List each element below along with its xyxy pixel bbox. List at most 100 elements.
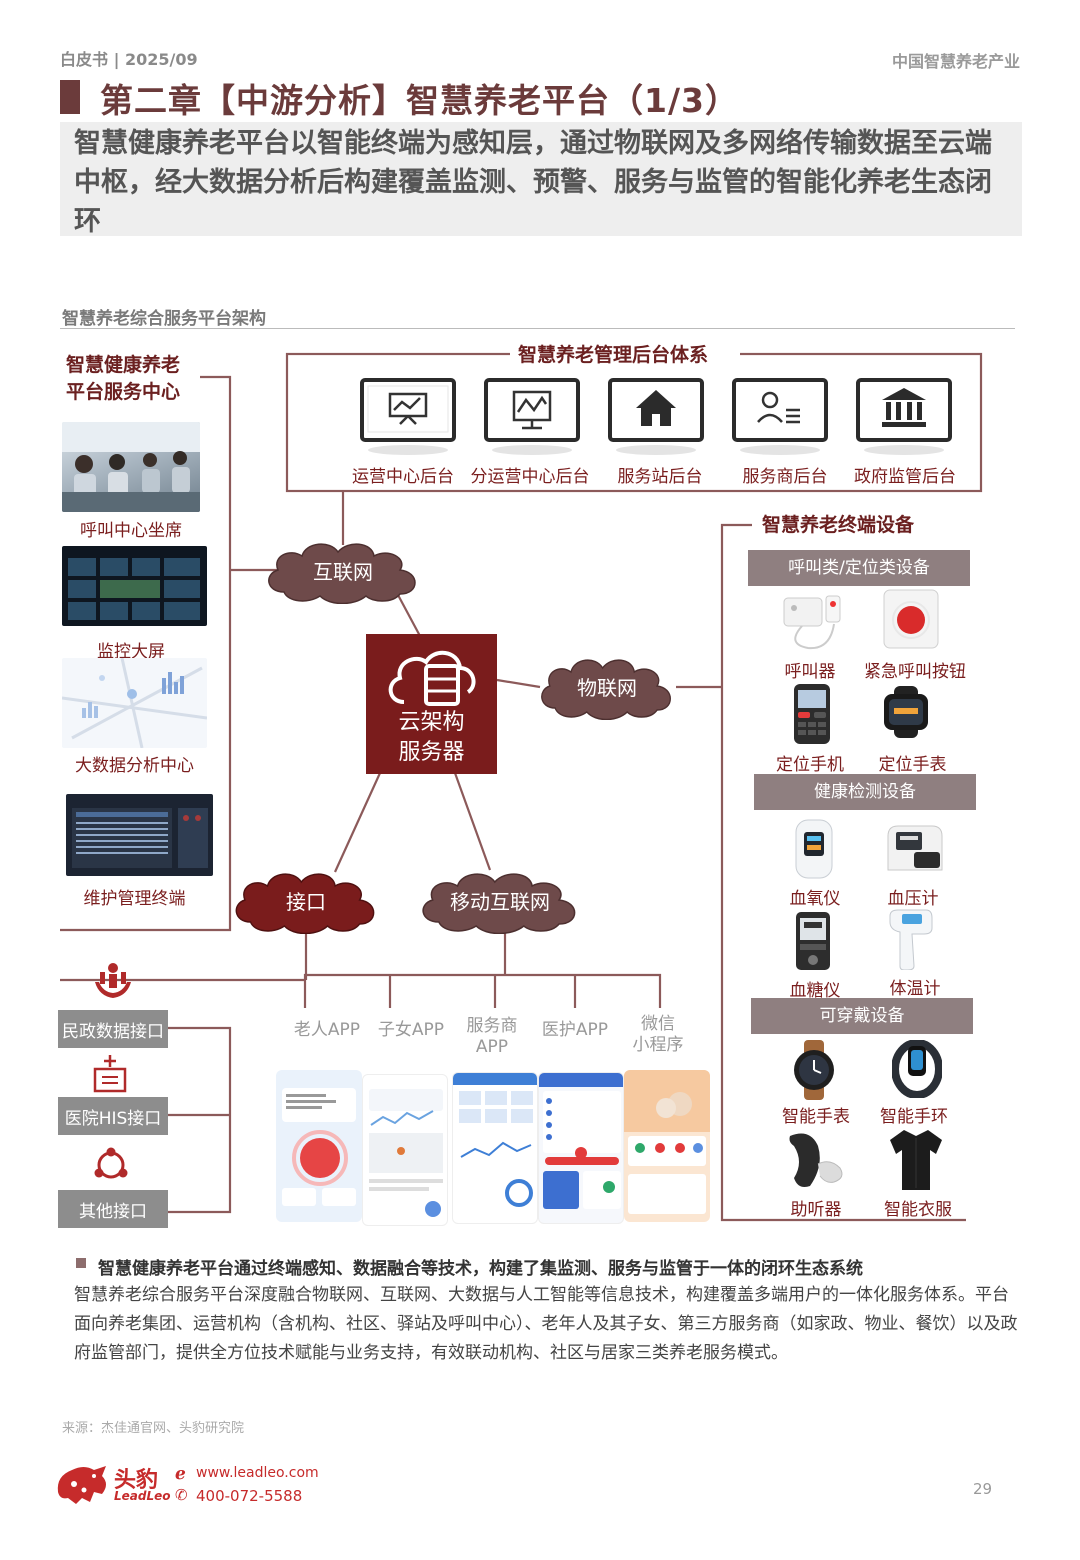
summary-bullet <box>76 1258 86 1268</box>
mobile-internet-cloud: 移动互联网 <box>414 866 586 935</box>
monitor-home-icon <box>608 378 704 458</box>
device-caption: 体温计 <box>889 979 941 999</box>
medical-app-screenshot <box>538 1072 624 1224</box>
mobile-internet-cloud-label: 移动互联网 <box>450 889 550 914</box>
app-label-line2: 小程序 <box>632 1035 684 1055</box>
device-caption: 智能手表 <box>782 1107 850 1127</box>
subtitle-box <box>60 122 1022 236</box>
app-label-line1: 医护APP <box>541 1020 609 1040</box>
device-caption: 血氧仪 <box>789 889 841 909</box>
maintenance-photo <box>66 794 213 876</box>
service-item-caption: 维护管理终端 <box>83 889 186 909</box>
service-center-label: 智慧健康养老 平台服务中心 <box>66 352 216 406</box>
app-label: 微信小程序 <box>620 1014 696 1056</box>
device-caption: 呼叫器 <box>784 662 836 682</box>
backend-item: 政府监管后台 <box>854 467 956 487</box>
phone-icon: ✆ <box>175 1486 188 1504</box>
device-caption: 血糖仪 <box>789 981 841 1001</box>
civil-affairs-interface: 民政数据接口 <box>58 1010 168 1048</box>
hospital-icon <box>92 1053 128 1097</box>
internet-cloud-label: 互联网 <box>313 559 373 584</box>
brand-name-en: LeadLeo <box>114 1489 171 1503</box>
device-caption: 定位手表 <box>878 755 947 775</box>
device-caption: 紧急呼叫按钮 <box>864 662 966 682</box>
phone-number: 400-072-5588 <box>196 1487 303 1505</box>
interface-cloud-label: 接口 <box>286 889 326 914</box>
provider-app-screenshot <box>452 1072 538 1224</box>
civil-affairs-icon <box>91 958 135 1006</box>
app-label: 老人APP <box>282 1020 372 1041</box>
service-item-caption: 监控大屏 <box>97 642 165 662</box>
device-caption: 助听器 <box>790 1200 842 1220</box>
brand-name: 头豹 <box>114 1468 159 1493</box>
server-label: 云架构 服务器 <box>366 708 497 768</box>
app-label: 医护APP <box>532 1020 618 1041</box>
oximeter-image <box>792 818 836 884</box>
title-marker <box>60 80 80 114</box>
internet-cloud: 互联网 <box>260 536 426 605</box>
emergency-button-image <box>880 588 942 654</box>
server-label-line1: 云架构 <box>398 710 465 735</box>
figure-title: 智慧养老综合服务平台架构 <box>62 309 266 329</box>
wechat-miniprogram-screenshot <box>624 1070 710 1222</box>
group-health-monitoring: 健康检测设备 <box>754 774 976 810</box>
app-label-line1: 微信 <box>641 1014 675 1034</box>
blood-pressure-monitor-image <box>884 822 946 880</box>
server-label-line2: 服务器 <box>398 740 465 765</box>
backend-label: 智慧养老管理后台体系 <box>518 344 709 366</box>
hearing-aid-image <box>780 1128 850 1196</box>
app-label: 子女APP <box>368 1020 454 1041</box>
device-caption: 定位手机 <box>776 755 844 775</box>
other-interface: 其他接口 <box>58 1190 168 1228</box>
app-label-line2: APP <box>475 1037 509 1057</box>
bigdata-photo <box>62 658 207 748</box>
backend-item: 服务商后台 <box>742 467 828 487</box>
iot-cloud: 物联网 <box>534 652 680 721</box>
location-phone-image <box>790 682 834 750</box>
monitor-presentation-icon <box>360 378 456 458</box>
device-caption: 智能手环 <box>880 1107 948 1127</box>
app-label-line1: 服务商 <box>466 1016 518 1036</box>
terminal-label: 智慧养老终端设备 <box>762 514 915 536</box>
figure-rule <box>60 328 1015 329</box>
monitor-chart-icon <box>484 378 580 458</box>
monitor-wall-photo <box>62 546 207 626</box>
backend-item: 分运营中心后台 <box>470 467 590 487</box>
service-item-caption: 呼叫中心坐席 <box>80 521 182 541</box>
glucometer-image <box>790 910 836 978</box>
header-right: 中国智慧养老产业 <box>891 52 1020 71</box>
summary-heading: 智慧健康养老平台通过终端感知、数据融合等技术，构建了集监测、服务与监管于一体的闭… <box>98 1259 863 1279</box>
monitor-user-list-icon <box>732 378 828 458</box>
leadleo-leopard-logo <box>54 1462 110 1510</box>
service-center-label-text: 智慧健康养老 平台服务中心 <box>66 354 181 403</box>
location-watch-image <box>880 686 932 742</box>
monitor-government-icon <box>856 378 952 458</box>
service-item-caption: 大数据分析中心 <box>75 756 194 776</box>
page-number: 29 <box>973 1480 993 1498</box>
header-left: 白皮书 | 2025/09 <box>60 50 198 69</box>
device-caption: 血压计 <box>887 889 939 909</box>
smart-watch-image <box>790 1040 838 1104</box>
backend-item: 运营中心后台 <box>352 467 454 487</box>
group-wearables: 可穿戴设备 <box>751 998 973 1034</box>
child-app-screenshot <box>362 1074 448 1226</box>
web-icon: ℯ <box>175 1464 186 1484</box>
device-caption: 智能衣服 <box>884 1200 952 1220</box>
summary-body: 智慧养老综合服务平台深度融合物联网、互联网、大数据与人工智能等信息技术，构建覆盖… <box>74 1285 1018 1363</box>
cloud-server-box: 云架构 服务器 <box>366 634 497 774</box>
elder-app-screenshot <box>276 1070 362 1222</box>
page-title: 第二章【中游分析】智慧养老平台（1/3） <box>100 81 739 120</box>
app-label-line1: 老人APP <box>293 1020 361 1040</box>
app-label-line1: 子女APP <box>377 1020 445 1040</box>
page-subtitle: 智慧健康养老平台以智能终端为感知层，通过物联网及多网络传输数据至云端中枢，经大数… <box>74 128 992 237</box>
source-note: 来源：杰佳通官网、头豹研究院 <box>62 1421 245 1436</box>
backend-item: 服务站后台 <box>617 467 703 487</box>
cloud-server-icon <box>388 651 476 706</box>
smart-band-image <box>891 1039 943 1102</box>
website-link[interactable]: www.leadleo.com <box>196 1465 319 1481</box>
call-center-photo <box>62 422 200 512</box>
hospital-his-interface: 医院HIS接口 <box>58 1097 168 1135</box>
iot-cloud-label: 物联网 <box>577 675 637 700</box>
smart-clothing-image <box>888 1128 944 1196</box>
